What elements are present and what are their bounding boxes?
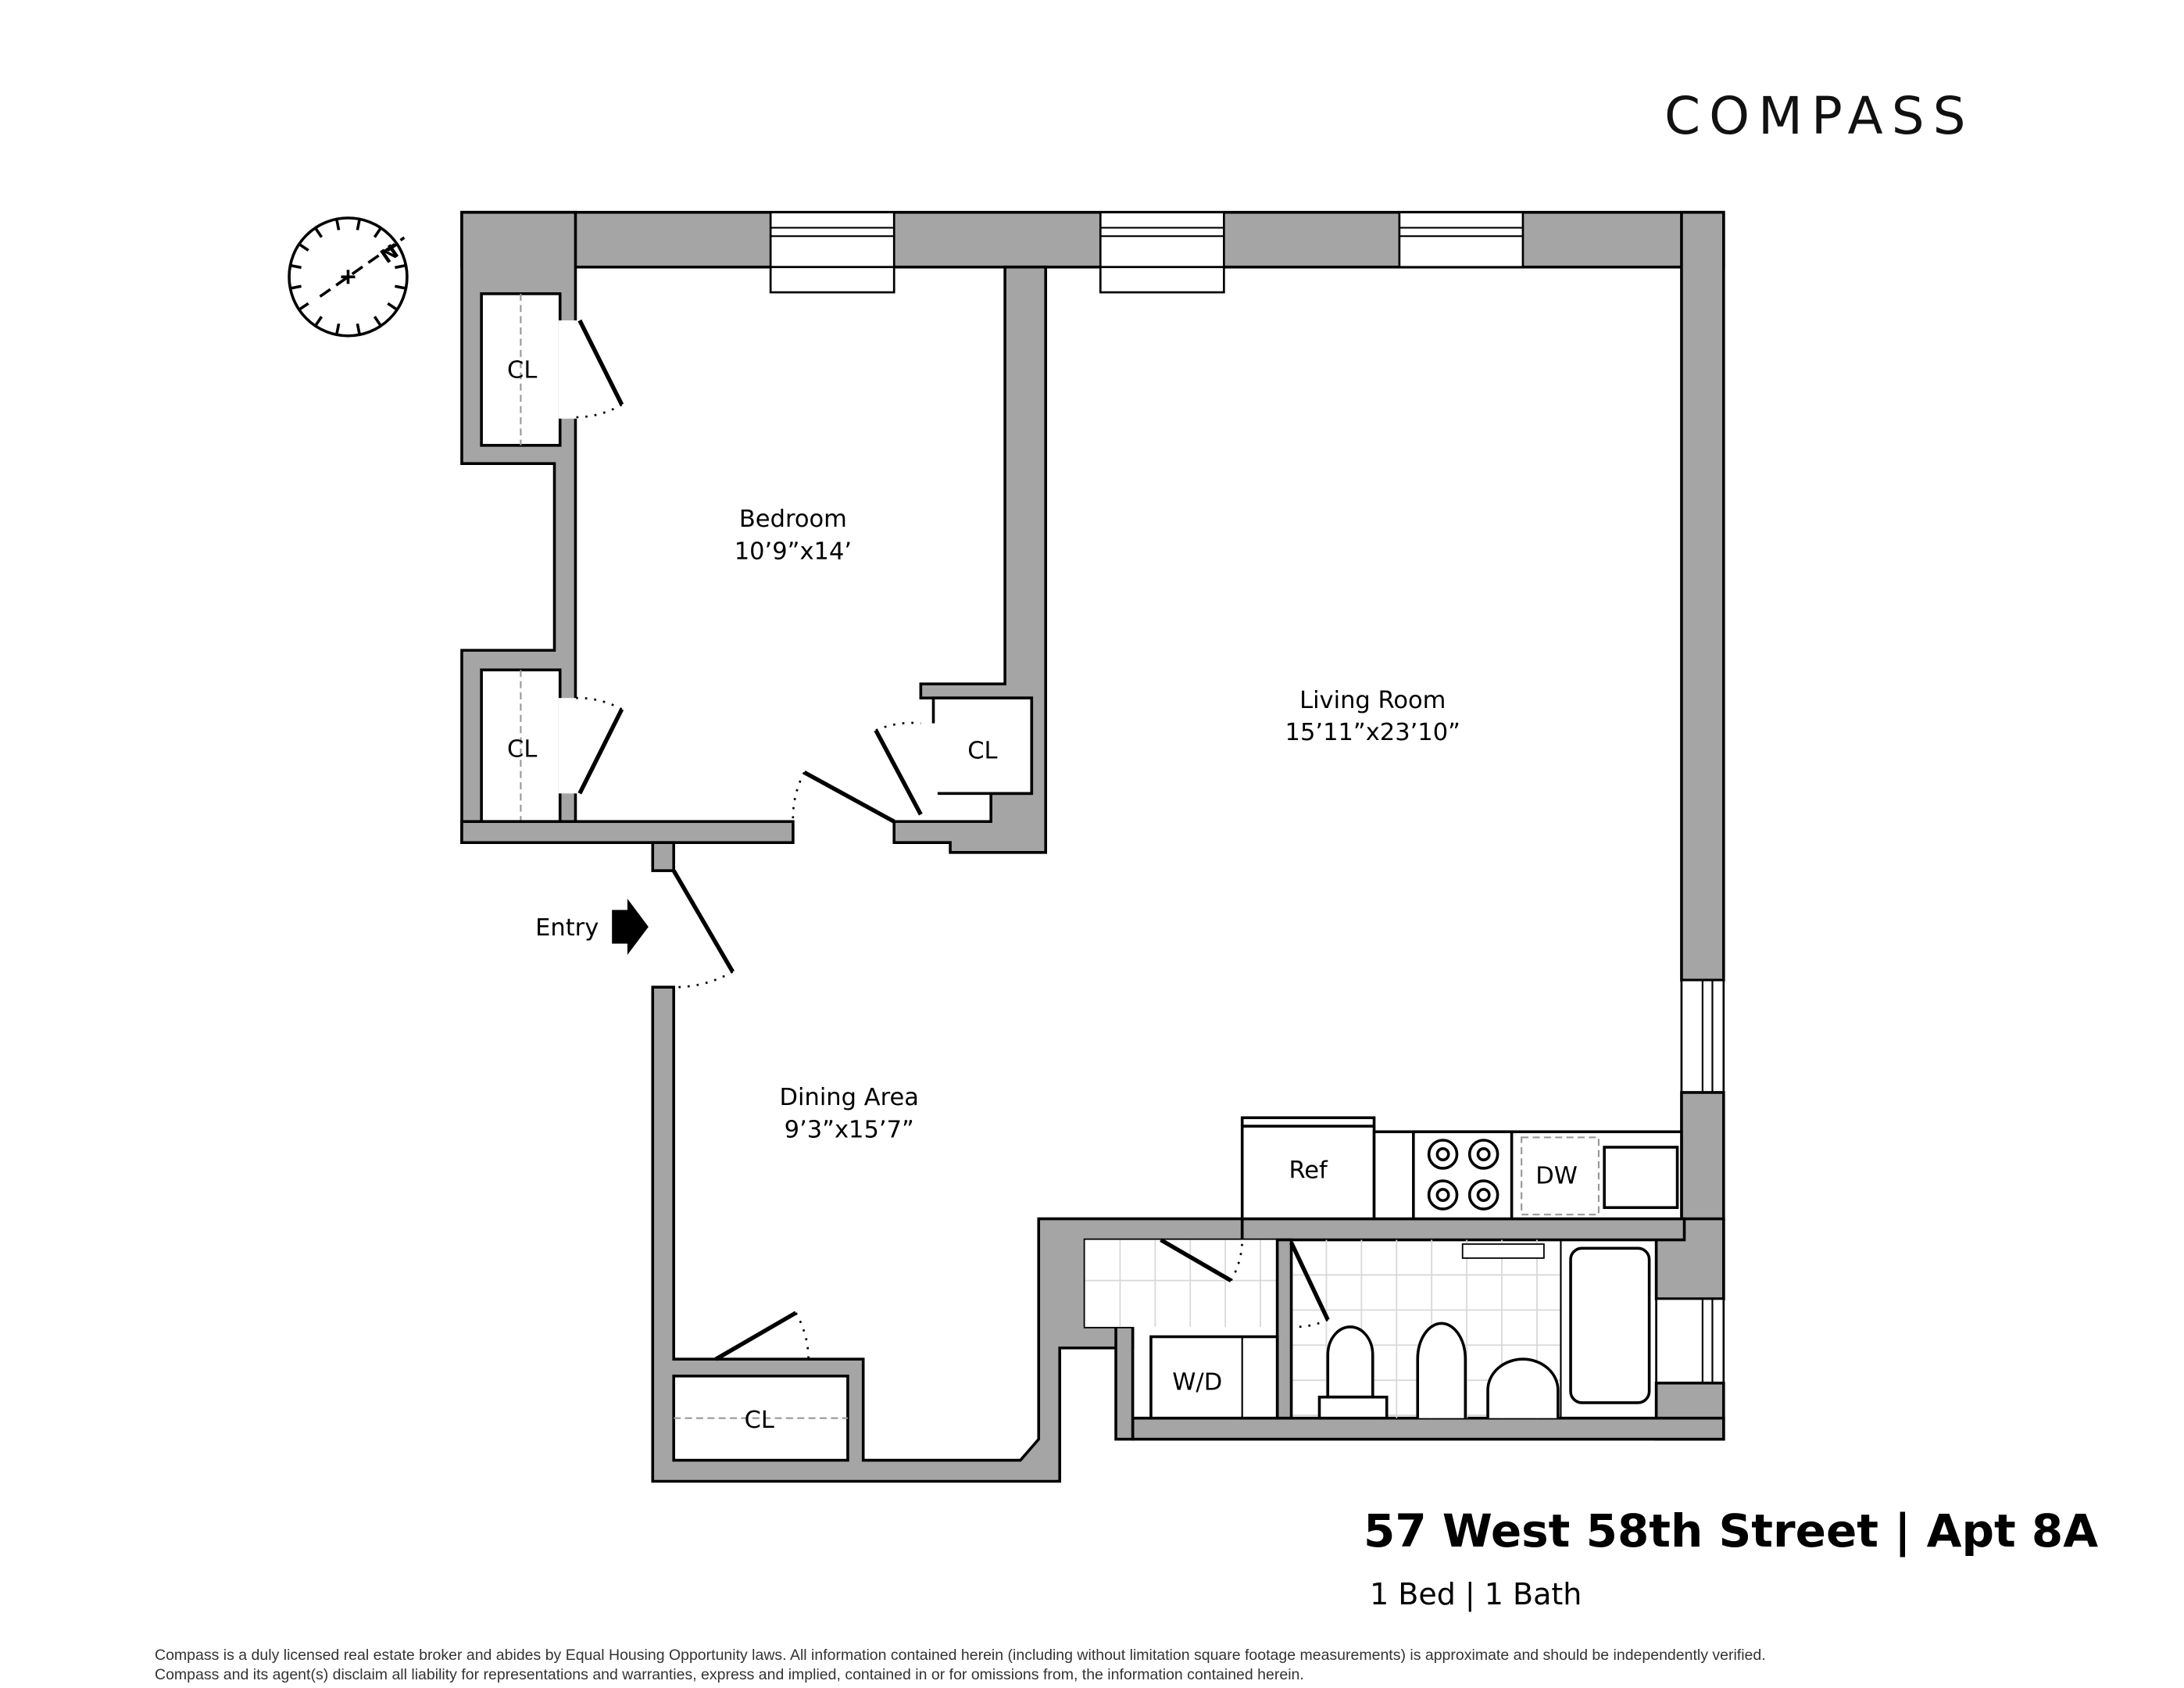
compass-tick [334,218,341,231]
compass-tick [395,263,406,270]
compass-tick [298,242,309,252]
disclaimer-line: Compass is a duly licensed real estate b… [155,1647,1766,1664]
compass-tick [356,323,361,335]
ref-label: Ref [1289,1157,1328,1185]
bathtub [1569,1246,1651,1404]
compass-tick [395,284,406,290]
compass-tick [290,284,302,290]
partition-wall [892,265,1048,854]
closet-label: CL [507,357,537,384]
right-wall [1680,210,1725,982]
compass-logo: COMPASS [1664,86,1975,146]
washer-dryer [1149,1335,1279,1420]
compass-tick [334,323,341,335]
stove [1412,1130,1514,1221]
door[interactable] [714,1311,810,1361]
burner-icon [1427,1179,1459,1211]
door[interactable] [792,771,895,824]
disclaimer: Compass is a duly licensed real estate b… [155,1646,1766,1685]
door[interactable] [1289,1241,1330,1329]
closet-label: CL [507,736,537,764]
disclaimer-line: Compass and its agent(s) disclaim all li… [155,1666,1304,1683]
closet-label: CL [967,737,997,764]
compass-tick [373,316,382,327]
compass-tick [314,316,323,327]
toilet [1326,1325,1374,1399]
compass-tick [290,263,302,270]
compass-tick [314,227,323,238]
compass-tick [298,302,309,311]
bedroom-bottom-wall [460,820,795,844]
door[interactable] [874,721,923,816]
burner-icon [1467,1179,1499,1211]
burner-icon [1467,1139,1499,1170]
door[interactable] [1160,1238,1244,1282]
bathroom-sink [1486,1357,1560,1418]
closet-label: CL [745,1407,774,1434]
door[interactable] [575,319,624,419]
window [1398,211,1525,269]
living-room-dims: 15’11”x23’10” [1285,719,1460,746]
north-arrow-icon: N [288,216,409,338]
bedroom-name: Bedroom [739,506,847,533]
compass-tick [373,227,382,238]
listing-title: 57 West 58th Street | Apt 8A [1364,1504,2099,1557]
dining-dims: 9’3”x15’7” [785,1116,914,1143]
listing-subtitle: 1 Bed | 1 Bath [1370,1577,1582,1611]
bidet [1416,1321,1467,1418]
wd-label: W/D [1172,1369,1222,1397]
arrow-right-icon [612,899,649,955]
dw-label: DW [1535,1163,1578,1190]
window [1680,978,1725,1094]
compass-tick [356,218,361,231]
dining-name: Dining Area [780,1084,919,1111]
kitchen-sink [1603,1146,1679,1210]
entry-label: Entry [535,914,599,942]
entry-door[interactable] [671,869,735,989]
bedroom-dims: 10’9”x14’ [735,538,852,565]
burner-icon [1427,1139,1459,1170]
compass-tick [387,302,399,311]
window [1099,211,1225,294]
top-wall [460,210,1725,269]
door[interactable] [575,696,624,795]
living-room-name: Living Room [1299,687,1446,714]
radiator [1461,1243,1545,1259]
window [1655,1297,1725,1385]
window [769,211,895,294]
dishwasher [1521,1136,1600,1216]
